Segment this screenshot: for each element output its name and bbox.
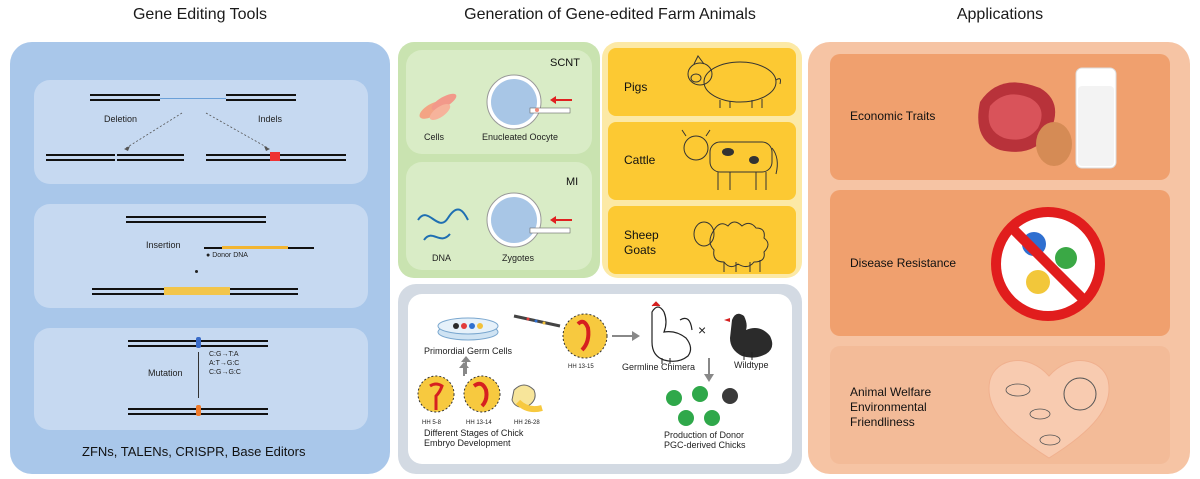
dna-strand (226, 94, 296, 96)
production-label-2: PGC-derived Chicks (664, 440, 746, 450)
zygotes-label: Zygotes (502, 253, 535, 263)
stages-up-arrow (459, 362, 469, 376)
deletion-label: Deletion (104, 114, 138, 124)
rooster-drawing (651, 301, 693, 364)
cross-down-arrow (704, 358, 714, 382)
mutation-line-2: A:T→G:C (209, 360, 240, 367)
insertion-label: Insertion (146, 240, 181, 250)
cattle-label: Cattle (624, 153, 656, 167)
welfare-label-2: Environmental (850, 400, 927, 414)
indel-mark (270, 152, 280, 161)
cow-drawing (681, 129, 778, 190)
mutation-site (196, 337, 201, 348)
disease-resistance-label: Disease Resistance (850, 256, 957, 270)
zygote-image (486, 192, 572, 248)
mutation-line-3: C:G→G:C (209, 369, 241, 376)
pig-drawing (687, 55, 781, 108)
mutation-label: Mutation (148, 368, 183, 378)
embryo-injection-image (562, 313, 608, 359)
cross-symbol: × (698, 322, 707, 338)
deletion-arrows (124, 112, 270, 151)
embryo-development-label: Embryo Development (424, 438, 511, 448)
cells-label: Cells (424, 132, 445, 142)
mutation-line-1: C:G→T:A (209, 351, 239, 358)
sheep-drawing (693, 221, 769, 272)
hh-5-8-label: HH 5-8 (422, 420, 442, 426)
economic-traits-label: Economic Traits (850, 109, 936, 123)
mutated-site (196, 405, 201, 416)
pigs-box (608, 48, 796, 116)
pipette-icon (513, 314, 561, 328)
header-generation: Generation of Gene-edited Farm Animals (464, 6, 756, 23)
dna-image (417, 208, 469, 241)
dna-strand (126, 221, 266, 223)
dna-label: DNA (432, 253, 452, 263)
header-gene-editing-tools: Gene Editing Tools (132, 6, 267, 23)
junction-mark (115, 153, 117, 162)
donor-chicks-image (666, 386, 738, 426)
mi-label: MI (566, 176, 579, 188)
hh-26-28-label: HH 26-28 (514, 420, 540, 426)
stages-label: Different Stages of Chick (424, 428, 524, 438)
enucleated-oocyte-label: Enucleated Oocyte (482, 132, 559, 142)
deletion-indels-box (34, 80, 368, 184)
goats-label: Goats (624, 243, 657, 257)
cells-image (419, 93, 457, 121)
inserted-segment (164, 287, 230, 295)
welfare-label-1: Animal Welfare (850, 385, 932, 399)
enucleated-oocyte-image (486, 74, 572, 130)
pgc-label: Primordial Germ Cells (424, 346, 513, 356)
donor-dna-insert (222, 246, 288, 249)
pigs-label: Pigs (624, 80, 648, 94)
mutation-arrow (198, 352, 199, 398)
header-applications: Applications (956, 6, 1044, 23)
sheep-label: Sheep (624, 228, 659, 242)
deleted-region (160, 98, 226, 99)
wildtype-label: Wildtype (734, 360, 769, 370)
donor-dna-text: Donor DNA (212, 252, 248, 259)
indels-label: Indels (258, 114, 283, 124)
welfare-label-3: Friendliness (850, 415, 915, 429)
petri-dish-icon (437, 317, 499, 341)
sheep-goats-box (608, 206, 796, 274)
dna-strand (90, 99, 160, 101)
hh-13-15-label: HH 13-15 (568, 364, 594, 370)
donor-dna-label: ● Donor DNA (206, 252, 248, 259)
wildtype-hen-drawing (724, 313, 773, 360)
editing-tools-list: ZFNs, TALENs, CRISPR, Base Editors (82, 444, 306, 459)
production-label-1: Production of Donor (664, 430, 745, 440)
dna-strand (226, 99, 296, 101)
dna-strand (90, 94, 160, 96)
heart-icon (988, 360, 1110, 459)
insertion-dot (195, 270, 198, 273)
embryo-stages-image (417, 375, 543, 413)
germline-chimera-label: Germline Chimera (622, 362, 696, 372)
no-virus-icon (991, 207, 1105, 321)
scnt-label: SCNT (550, 57, 580, 69)
dna-strand (126, 216, 266, 218)
meat-egg-milk-image (978, 67, 1117, 169)
pgc-to-chimera-arrow (612, 331, 640, 341)
hh-13-14-label: HH 13-14 (466, 420, 492, 426)
cattle-box (608, 122, 796, 200)
